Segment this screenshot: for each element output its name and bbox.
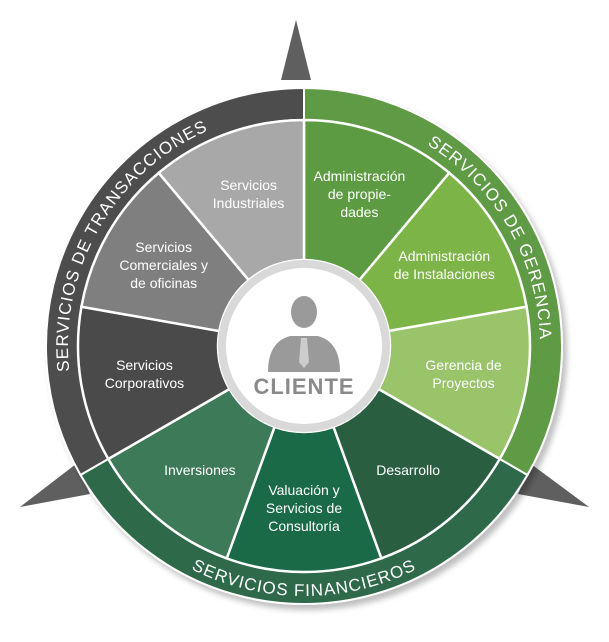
- segment-label-line: de Instalaciones: [394, 266, 495, 282]
- segment-label-line: Industriales: [213, 195, 285, 211]
- segment-label-line: Proyectos: [432, 375, 494, 391]
- segment-label-1: Administración de propie-dades: [313, 168, 405, 220]
- segment-label-line: Consultoría: [268, 518, 340, 534]
- segment-label-line: Valuación y: [268, 482, 339, 498]
- segment-label-2: Administración de Instalaciones: [394, 248, 495, 282]
- segment-label-4: Desarrollo: [376, 462, 440, 478]
- center-hub: CLIENTE: [218, 260, 390, 432]
- segment-label-line: Administración: [313, 168, 405, 184]
- segment-label-line: Servicios: [116, 357, 173, 373]
- segment-label-line: de propie-: [328, 186, 391, 202]
- segment-label-line: de oficinas: [130, 275, 197, 291]
- segment-label-6: Inversiones: [164, 462, 236, 478]
- segment-label-line: Servicios: [135, 239, 192, 255]
- segment-label-line: Comerciales y: [119, 257, 208, 273]
- segment-label-line: Gerencia de: [425, 357, 501, 373]
- segment-label-3: Gerencia de Proyectos: [425, 357, 501, 391]
- compass-point-bottom-right: [518, 464, 589, 507]
- segment-label-line: Corporativos: [105, 375, 184, 391]
- segment-label-line: Inversiones: [164, 462, 236, 478]
- segment-label-5: Valuación y Servicios de Consultoría: [266, 482, 342, 534]
- segment-label-line: Administración: [398, 248, 490, 264]
- segment-label-line: Servicios: [220, 177, 277, 193]
- businessman-icon: [268, 296, 340, 372]
- segment-label-line: Servicios de: [266, 500, 342, 516]
- compass-point-top: [281, 20, 311, 80]
- segment-label-line: Desarrollo: [376, 462, 440, 478]
- segment-label-line: dades: [340, 204, 378, 220]
- compass-point-bottom-left: [20, 464, 90, 507]
- compass-points: [20, 20, 589, 507]
- center-label: CLIENTE: [253, 374, 354, 399]
